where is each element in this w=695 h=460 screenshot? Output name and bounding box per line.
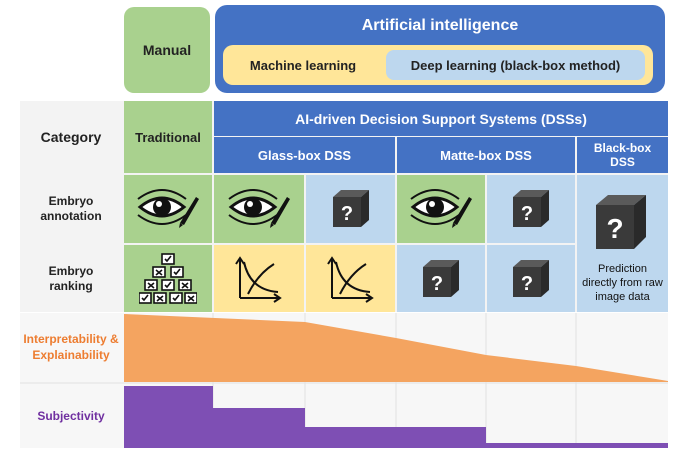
category-label: Category — [40, 129, 102, 145]
cell-glassbox-ranking-1 — [214, 245, 304, 312]
question-box-icon: ? — [513, 190, 549, 227]
question-box-icon: ? — [596, 195, 646, 249]
row-label-ranking: Embryo ranking — [48, 263, 94, 293]
traditional-label: Traditional — [135, 129, 201, 145]
cell-mattebox-annotation-1 — [397, 175, 485, 243]
glassbox-label: Glass-box DSS — [257, 147, 352, 163]
eye-pen-icon — [410, 189, 472, 228]
row-label-annotation: Embryo annotation — [40, 194, 102, 223]
curve-graph-icon — [326, 255, 374, 303]
interpretability-label: Interpretability & Explainability — [23, 332, 119, 362]
svg-text:?: ? — [340, 203, 352, 225]
question-box-icon: ? — [332, 190, 369, 227]
traditional-header: Traditional — [124, 101, 212, 173]
dl-label: Deep learning (black-box method) — [410, 57, 621, 73]
svg-text:?: ? — [521, 203, 533, 225]
question-box-icon: ? — [513, 259, 549, 297]
ai-box: Artificial intelligence Machine learning… — [215, 5, 665, 93]
mattebox-label: Matte-box DSS — [440, 147, 532, 163]
ml-label: Machine learning — [249, 57, 357, 73]
svg-text:?: ? — [431, 273, 443, 295]
mattebox-header: Matte-box DSS — [397, 137, 575, 173]
question-box-icon: ? — [423, 259, 459, 297]
cell-mattebox-annotation-2: ? — [487, 175, 575, 243]
ai-title: Artificial intelligence — [361, 17, 519, 34]
blackbox-label: Black-box DSS — [593, 140, 652, 169]
prediction-text: Prediction directly from raw image data — [582, 262, 663, 304]
glassbox-header: Glass-box DSS — [214, 137, 395, 173]
svg-text:?: ? — [521, 273, 533, 295]
eye-pen-icon — [137, 189, 199, 228]
eye-pen-icon — [228, 189, 290, 228]
ml-box: Machine learning Deep learning (black-bo… — [223, 45, 653, 85]
cell-blackbox: ? Prediction directly from raw image dat… — [577, 175, 668, 312]
cell-glassbox-annotation-1 — [214, 175, 304, 243]
interpretability-area — [124, 314, 668, 382]
cell-traditional-annotation — [124, 175, 212, 243]
subjectivity-area — [124, 386, 668, 448]
manual-box: Manual — [124, 7, 210, 93]
dss-title: AI-driven Decision Support Systems (DSSs… — [214, 101, 668, 136]
manual-label: Manual — [142, 42, 192, 58]
dl-box: Deep learning (black-box method) — [386, 50, 645, 80]
cell-mattebox-ranking-2: ? — [487, 245, 575, 312]
blackbox-header: Black-box DSS — [577, 137, 668, 173]
category-header: Category — [20, 101, 122, 173]
subjectivity-label: Subjectivity — [37, 409, 105, 423]
cell-glassbox-ranking-2 — [306, 245, 395, 312]
dss-title-label: AI-driven Decision Support Systems (DSSs… — [295, 110, 587, 127]
cell-traditional-ranking — [124, 245, 212, 312]
cell-mattebox-ranking-1: ? — [397, 245, 485, 312]
decision-tree-icon — [139, 252, 197, 304]
curve-graph-icon — [235, 255, 282, 303]
cell-glassbox-annotation-2: ? — [306, 175, 395, 243]
svg-text:?: ? — [606, 213, 623, 244]
